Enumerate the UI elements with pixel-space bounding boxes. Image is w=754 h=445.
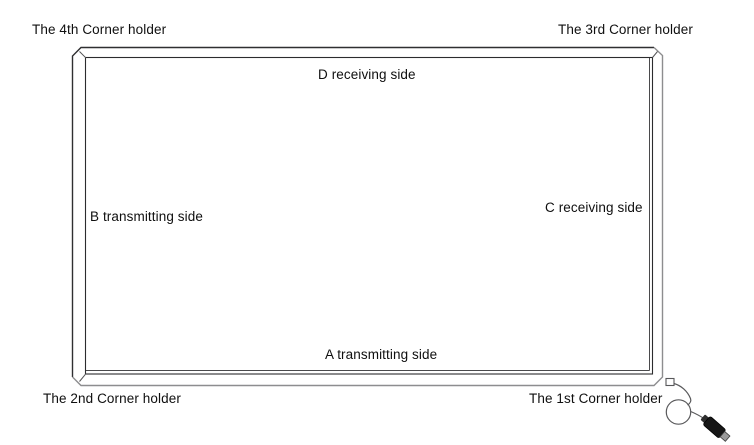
corner-miter-seams xyxy=(79,51,658,382)
frame-inner-rect xyxy=(84,56,654,375)
label-corner-holder-2: The 2nd Corner holder xyxy=(43,391,181,406)
label-corner-holder-3: The 3rd Corner holder xyxy=(558,22,693,37)
cable-exit-block xyxy=(665,377,675,387)
label-corner-holder-1: The 1st Corner holder xyxy=(529,391,663,406)
label-corner-holder-4: The 4th Corner holder xyxy=(32,22,167,37)
label-side-d-receiving: D receiving side xyxy=(318,67,416,82)
usb-cable-loop xyxy=(665,399,692,425)
label-side-c-receiving: C receiving side xyxy=(545,200,643,215)
usb-cable-curve xyxy=(673,382,692,406)
label-side-a-transmitting: A transmitting side xyxy=(325,347,438,362)
frame-bevel-lines xyxy=(86,58,650,371)
usb-connector-icon xyxy=(700,414,731,442)
usb-connector-tip xyxy=(719,430,731,442)
frame-outer-edge-bottomright xyxy=(72,46,664,387)
frame-outer-edge-topleft xyxy=(71,46,654,377)
label-side-b-transmitting: B transmitting side xyxy=(90,209,203,224)
